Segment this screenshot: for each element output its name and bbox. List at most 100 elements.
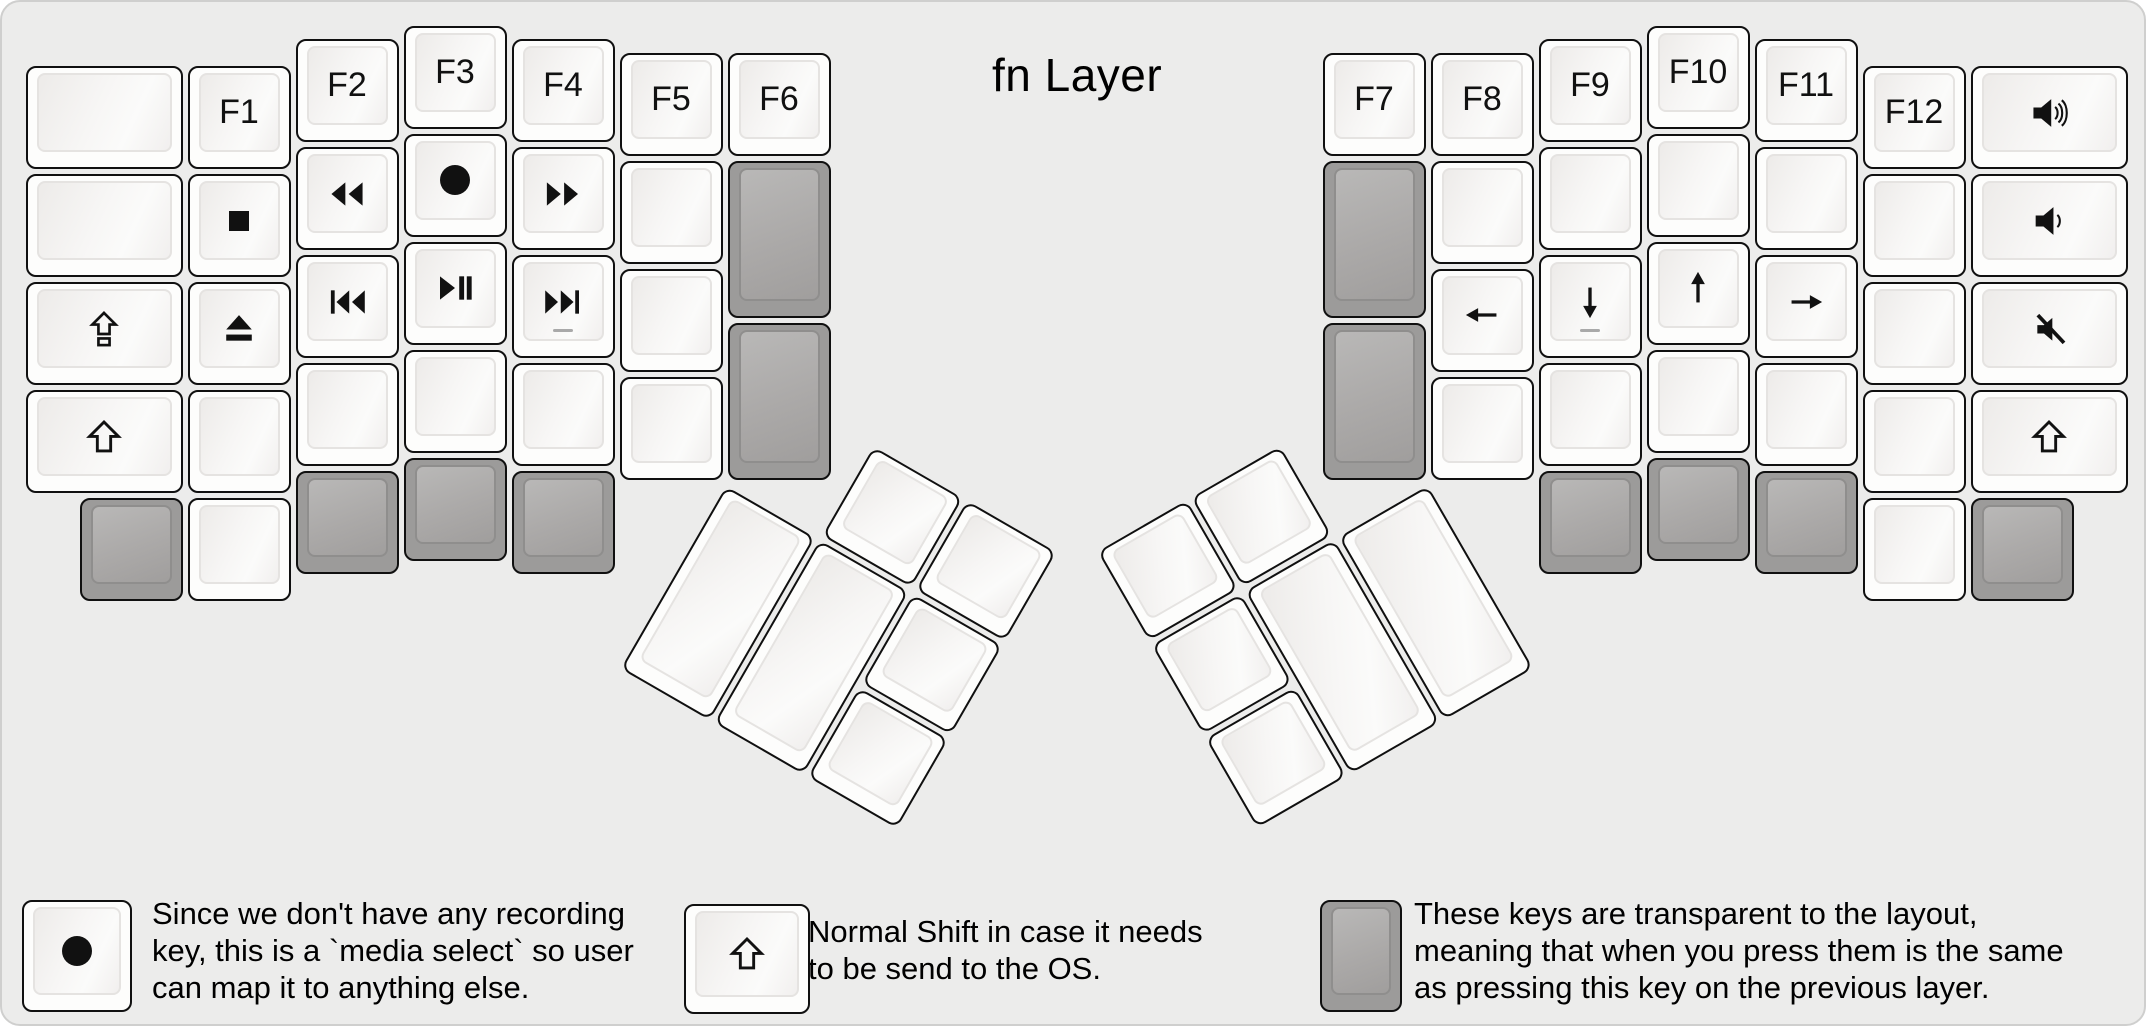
- legend-text-shift: to be send to the OS.: [808, 951, 1101, 986]
- key-record: [403, 133, 507, 237]
- layer-title: fn Layer: [992, 49, 1163, 101]
- keytop: [933, 511, 1044, 621]
- arrow-right-icon: [1791, 294, 1823, 309]
- key-f7: F7: [1322, 52, 1426, 156]
- key-blank: [25, 174, 183, 277]
- keytop: F5: [630, 59, 712, 139]
- keytop: [522, 262, 604, 341]
- volume-down-icon: [2035, 206, 2061, 235]
- keytop: [1873, 397, 1955, 476]
- key-blank: [295, 363, 399, 466]
- key-transparent: [511, 471, 615, 574]
- volume-up-icon: [2033, 98, 2068, 127]
- key-volume-up: [1970, 66, 2128, 169]
- keytop: [1873, 505, 1955, 584]
- legend-text-record: can map it to anything else.: [152, 970, 530, 1005]
- key-transparent: [1754, 471, 1858, 574]
- key-transparent: [403, 457, 507, 561]
- key-shift: [684, 904, 810, 1014]
- keytop: [36, 73, 172, 152]
- shift-icon: [2031, 419, 2067, 452]
- key-blank: [187, 390, 291, 493]
- next-track-icon: [545, 289, 579, 314]
- keytop: [1981, 73, 2117, 152]
- keytop: [738, 167, 820, 301]
- keytop: F6: [738, 59, 820, 139]
- key-label: F9: [1570, 66, 1610, 104]
- keytop: [1981, 289, 2117, 368]
- key-blank: [1538, 363, 1642, 466]
- key-transparent: [1646, 457, 1750, 561]
- key-rewind: [295, 147, 399, 250]
- key-front-dash: [553, 328, 573, 332]
- keytop: [1333, 167, 1415, 301]
- key-eject: [187, 282, 291, 385]
- keytop: [738, 329, 820, 463]
- keytop: [1333, 329, 1415, 463]
- keytop: [198, 505, 280, 584]
- keytop: [33, 907, 121, 995]
- keytop: [522, 154, 604, 233]
- key-blank: [187, 498, 291, 601]
- keytop: [414, 248, 496, 328]
- keytop: [1981, 181, 2117, 260]
- key-blank: [1862, 282, 1966, 385]
- key-play-pause: [403, 241, 507, 345]
- key-blank: [619, 376, 723, 480]
- keytop: [630, 275, 712, 355]
- prev-track-icon: [330, 289, 365, 314]
- keytop: [414, 356, 496, 436]
- key-f5: F5: [619, 52, 723, 156]
- key-label: F2: [327, 66, 367, 104]
- volume-mute-icon: [2036, 313, 2066, 344]
- key-blank: [1754, 363, 1858, 466]
- key-blank: [1430, 160, 1534, 264]
- key-label: F4: [543, 66, 583, 104]
- keytop: [839, 457, 950, 567]
- keytop: F10: [1657, 32, 1739, 112]
- keytop: F8: [1441, 59, 1523, 139]
- keytop: [1765, 370, 1847, 449]
- key-transparent: [727, 160, 831, 318]
- keytop: [1657, 356, 1739, 436]
- legend-text-record: key, this is a `media select` so user: [152, 933, 634, 968]
- keytop: [1765, 262, 1847, 341]
- stop-icon: [229, 210, 249, 231]
- key-blank: [1754, 147, 1858, 250]
- keytop: [1981, 397, 2117, 476]
- rewind-icon: [331, 181, 363, 206]
- legend-text-transparent: meaning that when you press them is the …: [1414, 933, 2064, 968]
- key-blank: [511, 363, 615, 466]
- keytop: [522, 370, 604, 449]
- record-icon: [440, 165, 470, 195]
- keytop: F11: [1765, 46, 1847, 125]
- key-blank: [1646, 349, 1750, 453]
- keytop: [1765, 478, 1847, 557]
- keytop: [1657, 140, 1739, 220]
- key-label: F3: [435, 52, 475, 91]
- legend-text-shift: Normal Shift in case it needs: [808, 914, 1203, 949]
- key-label: F12: [1884, 93, 1944, 131]
- key-label: F1: [219, 93, 259, 131]
- key-blank: [1430, 376, 1534, 480]
- key-f6: F6: [727, 52, 831, 156]
- key-f10: F10: [1646, 25, 1750, 129]
- eject-icon: [226, 314, 252, 341]
- key-transparent: [1322, 322, 1426, 480]
- keytop: F9: [1549, 46, 1631, 125]
- keytop: F3: [414, 32, 496, 112]
- keytop: F2: [306, 46, 388, 125]
- keytop: [1441, 275, 1523, 355]
- key-f8: F8: [1430, 52, 1534, 156]
- key-label: F5: [651, 79, 691, 118]
- keytop: [1109, 511, 1220, 621]
- keytop: [198, 181, 280, 260]
- key-shift: [25, 390, 183, 493]
- keytop: [36, 397, 172, 476]
- keytop: [1981, 505, 2063, 584]
- keytop: [306, 370, 388, 449]
- keytop: [414, 140, 496, 220]
- keytop: [630, 167, 712, 247]
- shift-icon: [729, 936, 765, 970]
- key-transparent: [79, 498, 183, 601]
